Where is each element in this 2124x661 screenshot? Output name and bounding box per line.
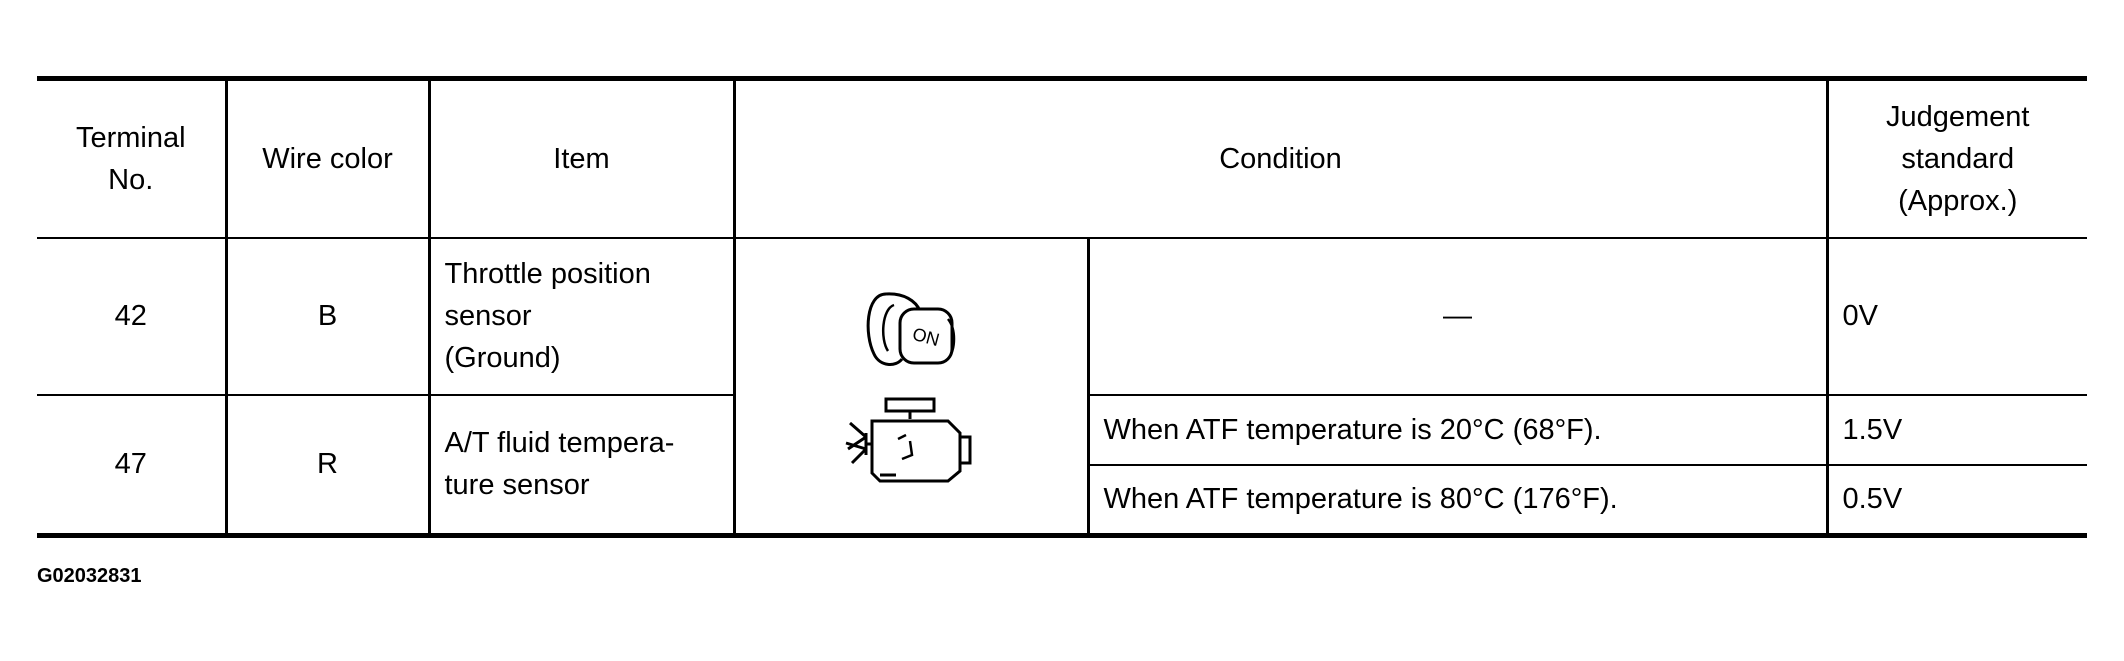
table-row: 47 R A/T fluid tempera- ture sensor When… <box>37 393 2087 537</box>
header-judgement-standard: Judgement standard (Approx.) <box>1825 77 2087 239</box>
ignition-key-on-icon: ON <box>866 292 956 366</box>
table-row: When ATF temperature is 80°C (176°F). 0.… <box>37 463 2087 537</box>
condition-cell: — <box>1086 236 1829 396</box>
header-wire-color: Wire color <box>224 77 431 239</box>
document-id: G02032831 <box>37 565 142 587</box>
condition-cell: When ATF temperature is 80°C (176°F). <box>1088 463 1829 537</box>
judgement-cell: 1.5V <box>1825 393 2087 465</box>
table-row: 42 B Throttle position sensor (Ground) O… <box>37 236 2087 537</box>
header-item: Item <box>427 77 736 239</box>
judgement-cell: 0.5V <box>1825 463 2087 537</box>
condition-icons-cell: ON <box>732 236 1090 537</box>
header-row: Terminal No. Wire color Item Condition J… <box>37 77 2087 239</box>
terminal-spec-table: Terminal No. Wire color Item Condition J… <box>37 76 2087 538</box>
condition-cell: When ATF temperature is 20°C (68°F). <box>1086 393 1829 465</box>
header-condition: Condition <box>732 77 1829 239</box>
wire-color-cell: R <box>224 393 431 537</box>
judgement-cell: 0V <box>1825 236 2087 396</box>
header-terminal-no: Terminal No. <box>37 77 228 239</box>
item-cell: A/T fluid tempera- ture sensor <box>427 393 736 537</box>
wire-color-cell: B <box>224 236 431 396</box>
terminal-cell: 47 <box>37 393 228 537</box>
engine-running-icon <box>845 397 972 483</box>
item-cell: Throttle position sensor (Ground) <box>427 236 736 396</box>
terminal-cell: 42 <box>37 236 228 396</box>
